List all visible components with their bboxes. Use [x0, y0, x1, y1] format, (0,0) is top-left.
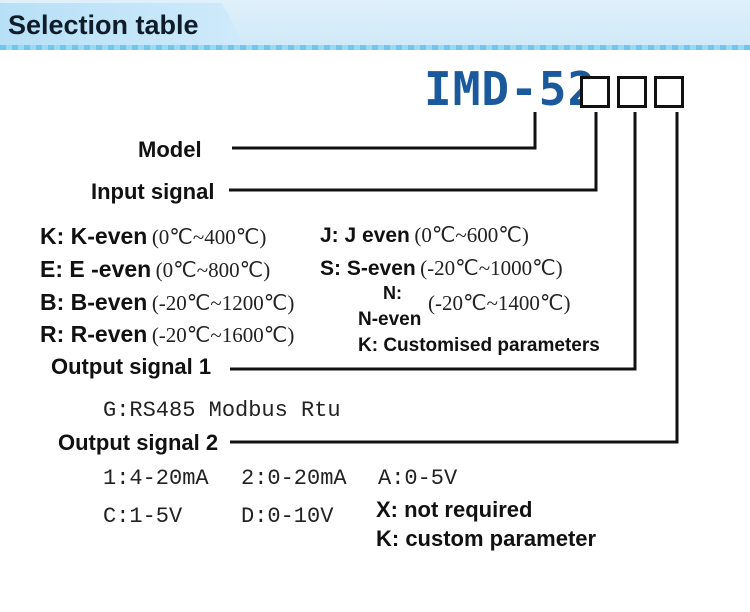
- input-option-b: B: B-even (-20℃~1200℃): [40, 289, 294, 316]
- code-box-output1: [617, 76, 647, 108]
- input-option-code: J: J even: [320, 224, 410, 247]
- input-option-code: S: S-even: [320, 257, 416, 280]
- input-option-n-range: (-20℃~1400℃): [428, 291, 571, 315]
- code-box-output2: [654, 76, 684, 108]
- input-option-range: (0℃~400℃): [151, 225, 267, 249]
- output-signal-2-label: Output signal 2: [58, 430, 219, 455]
- output-2-option: C:1-5V: [103, 504, 183, 529]
- code-box-input: [580, 76, 610, 108]
- input-option-code: K: K-even: [40, 223, 148, 249]
- model-label: Model: [138, 137, 202, 162]
- input-option-custom: K: Customised parameters: [358, 335, 600, 356]
- input-option-code: R: R-even: [40, 321, 148, 347]
- input-option-range: (-20℃~1000℃): [420, 256, 563, 280]
- input-option-n-code: N:: [383, 283, 402, 303]
- input-option-code: B: B-even: [40, 289, 148, 315]
- page-title: Selection table: [8, 10, 199, 40]
- input-option-range: (0℃~800℃): [155, 258, 271, 282]
- model-connector: [232, 112, 537, 150]
- input-signal-label: Input signal: [91, 179, 215, 204]
- input-connector: [229, 112, 598, 192]
- input-option-k: K: K-even (0℃~400℃): [40, 223, 266, 250]
- output-2-note-custom: K: custom parameter: [376, 526, 597, 551]
- input-option-range: (0℃~600℃): [414, 223, 529, 247]
- output-2-option: 1:4-20mA: [103, 466, 209, 491]
- header-divider: [0, 45, 750, 50]
- input-option-s: S: S-even (-20℃~1000℃): [320, 256, 563, 281]
- header-tab: [0, 3, 245, 47]
- output-signal-1-label: Output signal 1: [51, 354, 212, 379]
- input-option-range: (-20℃~1200℃): [151, 291, 295, 315]
- input-option-r: R: R-even (-20℃~1600℃): [40, 321, 294, 348]
- input-option-e: E: E -even (0℃~800℃): [40, 256, 270, 283]
- output-2-option: 2:0-20mA: [241, 466, 347, 491]
- output-2-option: A:0-5V: [378, 466, 458, 491]
- output1-connector: [230, 112, 637, 371]
- output-2-note-not-required: X: not required: [376, 497, 533, 522]
- output-1-option: G:RS485 Modbus Rtu: [103, 398, 341, 423]
- input-option-range: (-20℃~1600℃): [151, 323, 295, 347]
- input-option-n-even: N-even: [358, 309, 422, 330]
- output-2-option: D:0-10V: [241, 504, 334, 529]
- input-option-j: J: J even (0℃~600℃): [320, 223, 529, 248]
- input-option-code: E: E -even: [40, 256, 152, 282]
- output2-connector: [230, 112, 679, 444]
- model-code: IMD-52: [424, 62, 597, 116]
